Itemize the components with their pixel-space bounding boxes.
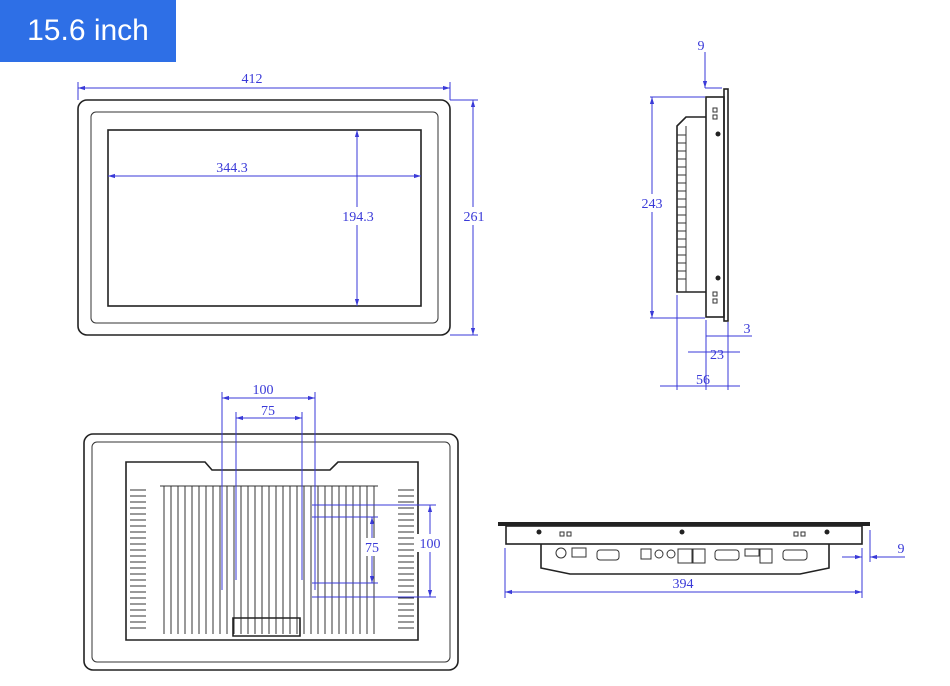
size-badge: 15.6 inch xyxy=(0,0,176,62)
side-plate-label: 3 xyxy=(744,322,751,337)
screen-height-label: 194.3 xyxy=(342,210,374,225)
front-height-label: 261 xyxy=(464,210,485,225)
vesa-inner-h-label: 75 xyxy=(261,404,275,419)
back-view: 100 75 75 100 xyxy=(83,383,459,671)
screen-width-label: 344.3 xyxy=(216,161,248,176)
bottom-width-label: 394 xyxy=(673,577,694,592)
side-height-label: 243 xyxy=(642,197,663,212)
side-depth-label: 56 xyxy=(696,373,710,388)
vesa-outer-h-label: 100 xyxy=(253,383,274,398)
vesa-inner-v-label: 75 xyxy=(365,541,379,556)
vesa-outer-v-label: 100 xyxy=(420,537,441,552)
side-bezel-label: 9 xyxy=(698,39,705,54)
front-width-label: 412 xyxy=(242,72,263,87)
side-view: 243 9 3 23 56 xyxy=(640,39,752,390)
side-body-label: 23 xyxy=(710,348,724,363)
bottom-view: 394 9 xyxy=(498,522,905,598)
bottom-bezel-label: 9 xyxy=(898,542,905,557)
front-view: 412 344.3 194.3 261 xyxy=(77,72,486,336)
